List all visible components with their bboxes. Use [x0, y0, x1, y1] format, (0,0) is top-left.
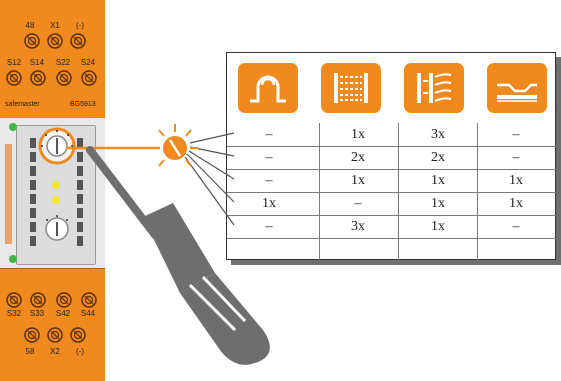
bottom-terminal-block: S32 S33 S42 S44 58 X2 (-): [0, 268, 105, 381]
table-cell: 3x: [351, 219, 365, 234]
light-curtain-icon: [321, 63, 381, 113]
table-cell: 2x: [431, 150, 445, 165]
safety-mat-icon: [487, 63, 547, 113]
table-cell: –: [512, 219, 520, 234]
screw-terminal-icon[interactable]: [24, 327, 40, 343]
screw-terminal-icon[interactable]: [81, 292, 97, 308]
table-cell: 1x: [509, 196, 523, 211]
screwdriver-icon: [86, 146, 270, 365]
table-cell: –: [512, 150, 520, 165]
header-cell: [397, 57, 472, 117]
table-cell: 1x: [431, 219, 445, 234]
led-bar-left: [30, 138, 36, 246]
table-cell: –: [354, 196, 362, 211]
status-led-icon: [9, 255, 17, 263]
table-cell: 2x: [351, 150, 365, 165]
front-panel: [0, 118, 105, 268]
screw-terminal-icon[interactable]: [6, 292, 22, 308]
header-cell: [480, 57, 555, 117]
table-cell: –: [265, 173, 273, 188]
table-cell: –: [512, 127, 520, 142]
screw-terminal-icon[interactable]: [56, 292, 72, 308]
terminal-label: (-): [76, 347, 84, 356]
terminal-label: S24: [80, 58, 96, 67]
two-hand-icon: [238, 63, 298, 113]
screw-terminal-icon[interactable]: [47, 33, 63, 49]
terminal-label: S22: [55, 58, 71, 67]
led-bar-right: [77, 138, 83, 246]
terminal-label: X1: [50, 21, 60, 30]
header-cell: [314, 57, 389, 117]
screw-terminal-icon[interactable]: [6, 70, 22, 86]
top-terminal-block: 48 X1 (-) S12 S14 S22 S24 safemaster BG5…: [0, 0, 105, 119]
table-cell: 3x: [431, 127, 445, 142]
table-divider: [319, 123, 320, 260]
terminal-label: S42: [55, 309, 71, 318]
table-cell: –: [265, 150, 273, 165]
table-divider: [227, 169, 556, 170]
table-divider: [398, 123, 399, 260]
terminal-label: X2: [50, 347, 60, 356]
terminal-label: S12: [6, 58, 22, 67]
screw-terminal-icon[interactable]: [56, 70, 72, 86]
secondary-selector-dial-icon[interactable]: [42, 214, 72, 244]
header-cell: [231, 57, 306, 117]
side-label-strip: [5, 144, 12, 244]
table-cell: –: [265, 127, 273, 142]
table-cell: 1x: [351, 173, 365, 188]
screw-terminal-icon[interactable]: [70, 327, 86, 343]
table-divider: [227, 146, 556, 147]
table-divider: [227, 192, 556, 193]
table-cell: –: [265, 219, 273, 234]
status-led-yellow-icon: [52, 181, 60, 204]
table-divider: [227, 215, 556, 216]
terminal-label: 48: [25, 21, 35, 30]
table-cell: 1x: [262, 196, 276, 211]
table-divider: [477, 123, 478, 260]
terminal-label: S14: [29, 58, 45, 67]
screw-terminal-icon[interactable]: [70, 33, 86, 49]
table-cell: 1x: [431, 173, 445, 188]
dial-position-burst-icon: [152, 124, 198, 167]
screw-terminal-icon[interactable]: [47, 327, 63, 343]
brand-label: safemaster: [5, 101, 40, 108]
terminal-label: 58: [25, 347, 35, 356]
screw-terminal-icon[interactable]: [30, 292, 46, 308]
table-cell: 1x: [431, 196, 445, 211]
terminal-label: S32: [6, 309, 22, 318]
terminal-label: S33: [29, 309, 45, 318]
status-led-icon: [9, 123, 17, 131]
function-selector-dial-icon[interactable]: [37, 126, 77, 166]
screw-terminal-icon[interactable]: [24, 33, 40, 49]
terminal-label: S44: [80, 309, 96, 318]
screw-terminal-icon[interactable]: [81, 70, 97, 86]
light-grid-icon: [404, 63, 464, 113]
terminal-label: (-): [76, 21, 84, 30]
table-cell: 1x: [509, 173, 523, 188]
table-divider: [227, 238, 556, 239]
screw-terminal-icon[interactable]: [30, 70, 46, 86]
relay-module: 48 X1 (-) S12 S14 S22 S24 safemaster BG5…: [0, 0, 105, 381]
model-label: BG5913: [70, 101, 96, 108]
function-table: – 1x 3x – – 2x 2x – – 1x 1x 1x 1x – 1x 1…: [226, 52, 556, 260]
table-cell: 1x: [351, 127, 365, 142]
